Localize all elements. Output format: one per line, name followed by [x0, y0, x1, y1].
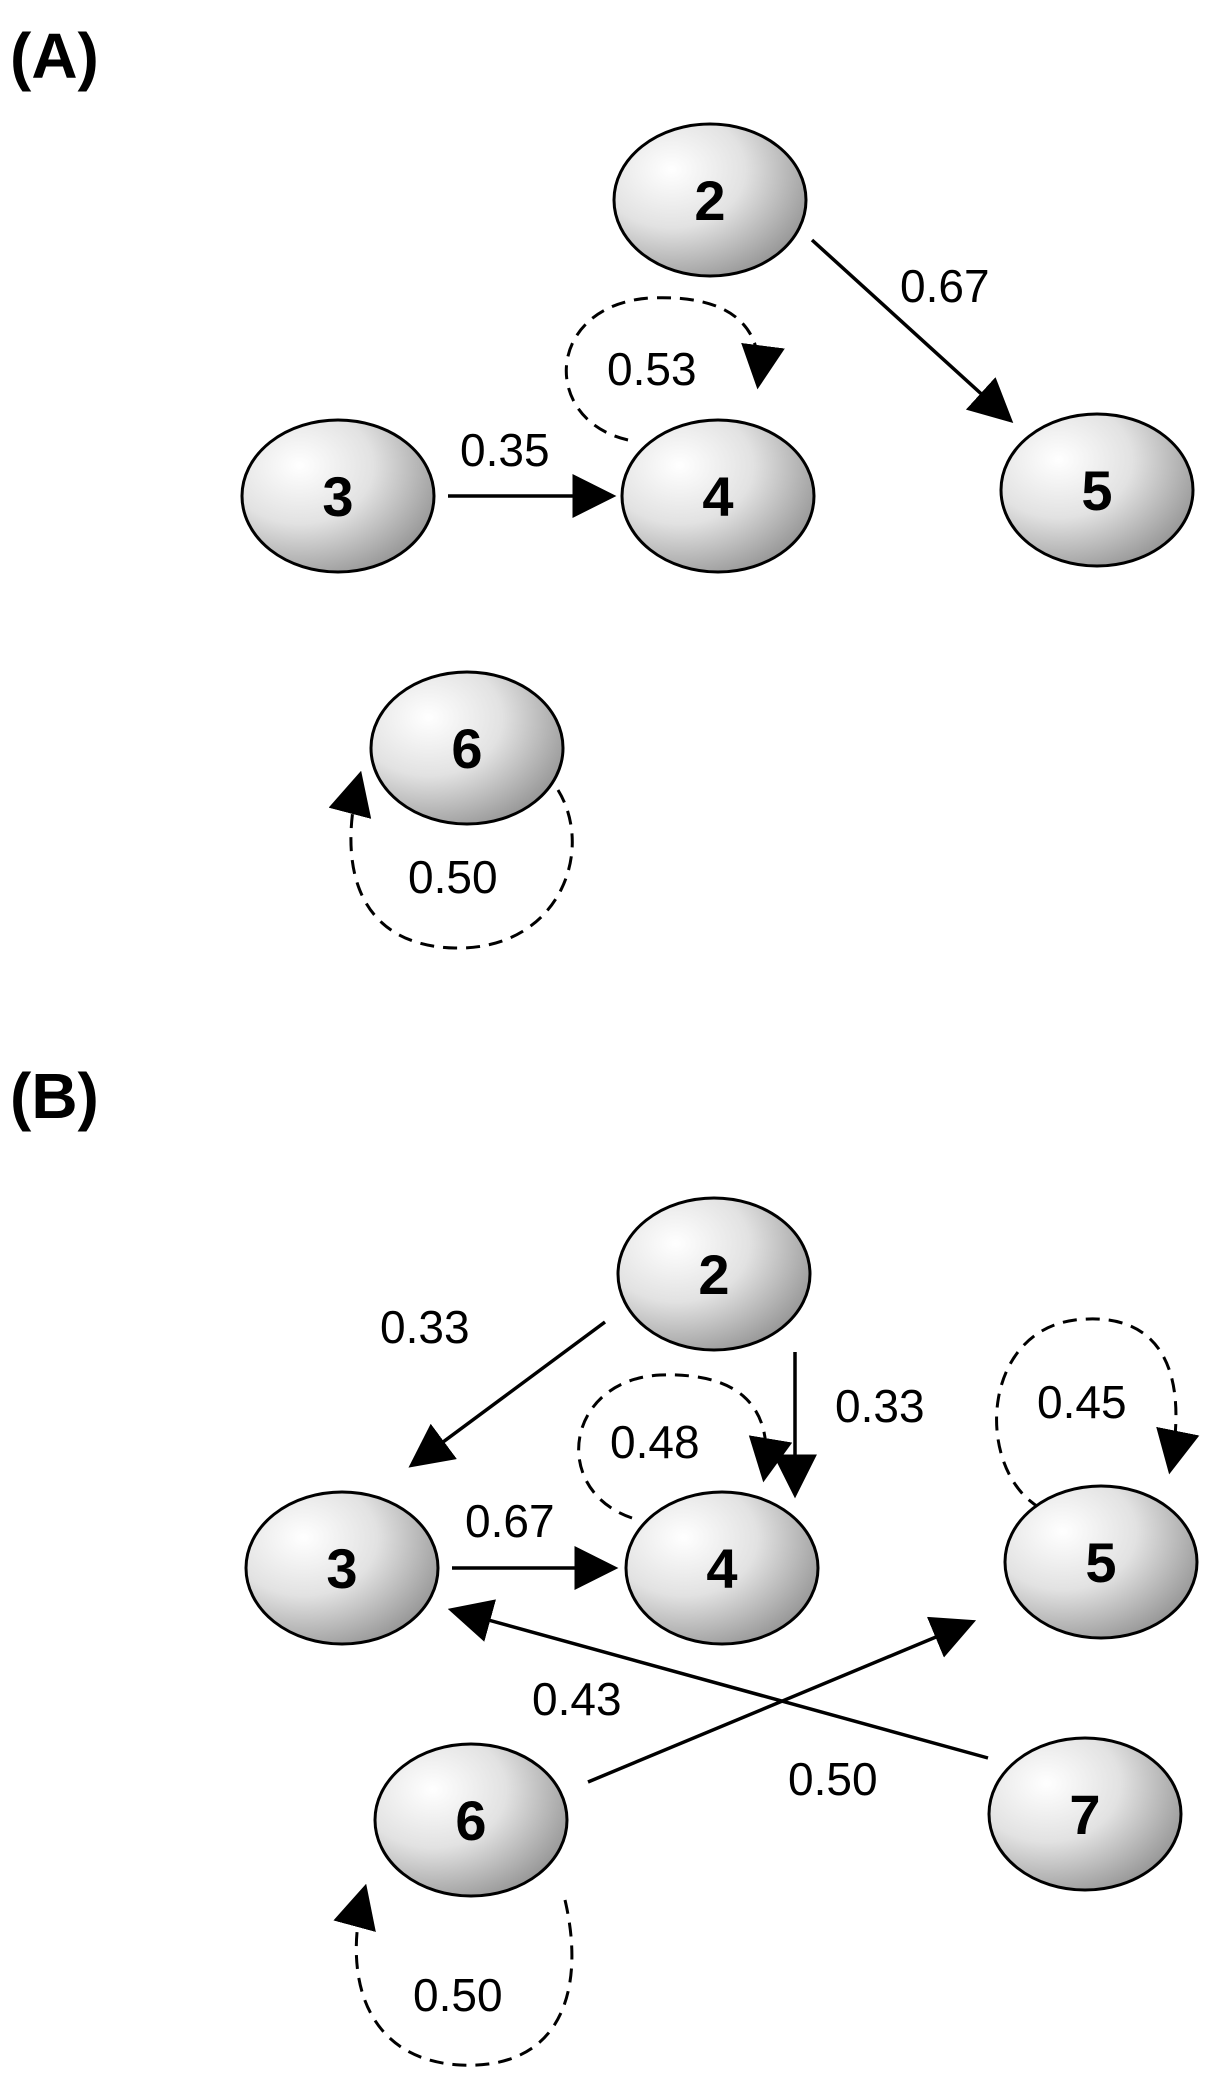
node-b-7-label: 7 [1069, 1783, 1100, 1846]
node-b-2-label: 2 [698, 1243, 729, 1306]
node-a-3: 3 [240, 418, 436, 574]
node-b-6-label: 6 [455, 1789, 486, 1852]
node-b-6: 6 [373, 1742, 569, 1898]
edge-label-b-6-5: 0.50 [788, 1753, 878, 1805]
edge-a-2-to-5 [810, 238, 1014, 423]
node-b-7: 7 [987, 1736, 1183, 1892]
edge-b-6-self-loop [333, 1883, 574, 2067]
edge-b-4-self-loop [577, 1373, 793, 1520]
edge-label-b-6-6: 0.50 [413, 1969, 503, 2021]
node-a-6: 6 [369, 670, 565, 826]
edge-b-2-to-3 [408, 1320, 607, 1468]
node-a-5: 5 [999, 412, 1195, 568]
node-a-5-label: 5 [1081, 459, 1112, 522]
node-b-3: 3 [244, 1490, 440, 1646]
edge-label-b-7-3: 0.43 [532, 1673, 622, 1725]
node-a-2-label: 2 [694, 169, 725, 232]
edge-b-7-to-3 [447, 1599, 989, 1760]
edge-label-a-6-6: 0.50 [408, 851, 498, 903]
edge-b-6-to-5 [587, 1616, 977, 1784]
edge-b-5-self-loop [995, 1317, 1200, 1510]
edge-label-b-2-4: 0.33 [835, 1380, 925, 1432]
edge-label-b-3-4: 0.67 [465, 1495, 555, 1547]
edge-label-b-2-3: 0.33 [380, 1301, 470, 1353]
node-a-4-label: 4 [702, 465, 733, 528]
panel-a: (A) 0.67 0.35 0.53 0.50 2 3 4 5 6 [10, 20, 1195, 950]
node-b-4: 4 [624, 1490, 820, 1646]
node-a-4: 4 [620, 418, 816, 574]
node-a-3-label: 3 [322, 465, 353, 528]
edge-label-a-3-4: 0.35 [460, 424, 550, 476]
node-b-4-label: 4 [706, 1537, 737, 1600]
edge-label-b-5-5: 0.45 [1037, 1376, 1127, 1428]
node-b-5: 5 [1003, 1484, 1199, 1640]
panel-b: (B) 0.33 0.33 0.48 0.67 0.45 0.43 0.50 0… [10, 1060, 1200, 2067]
node-b-5-label: 5 [1085, 1531, 1116, 1594]
edge-label-a-2-5: 0.67 [900, 260, 990, 312]
edge-label-a-4-4: 0.53 [607, 343, 697, 395]
edge-a-6-self-loop [328, 770, 574, 950]
node-a-2: 2 [612, 122, 808, 278]
panel-a-label: (A) [10, 20, 99, 92]
node-a-6-label: 6 [451, 717, 482, 780]
node-b-2: 2 [616, 1196, 812, 1352]
edge-label-b-4-4: 0.48 [610, 1416, 700, 1468]
panel-b-label: (B) [10, 1060, 99, 1132]
node-b-3-label: 3 [326, 1537, 357, 1600]
edge-a-4-self-loop [564, 296, 785, 442]
